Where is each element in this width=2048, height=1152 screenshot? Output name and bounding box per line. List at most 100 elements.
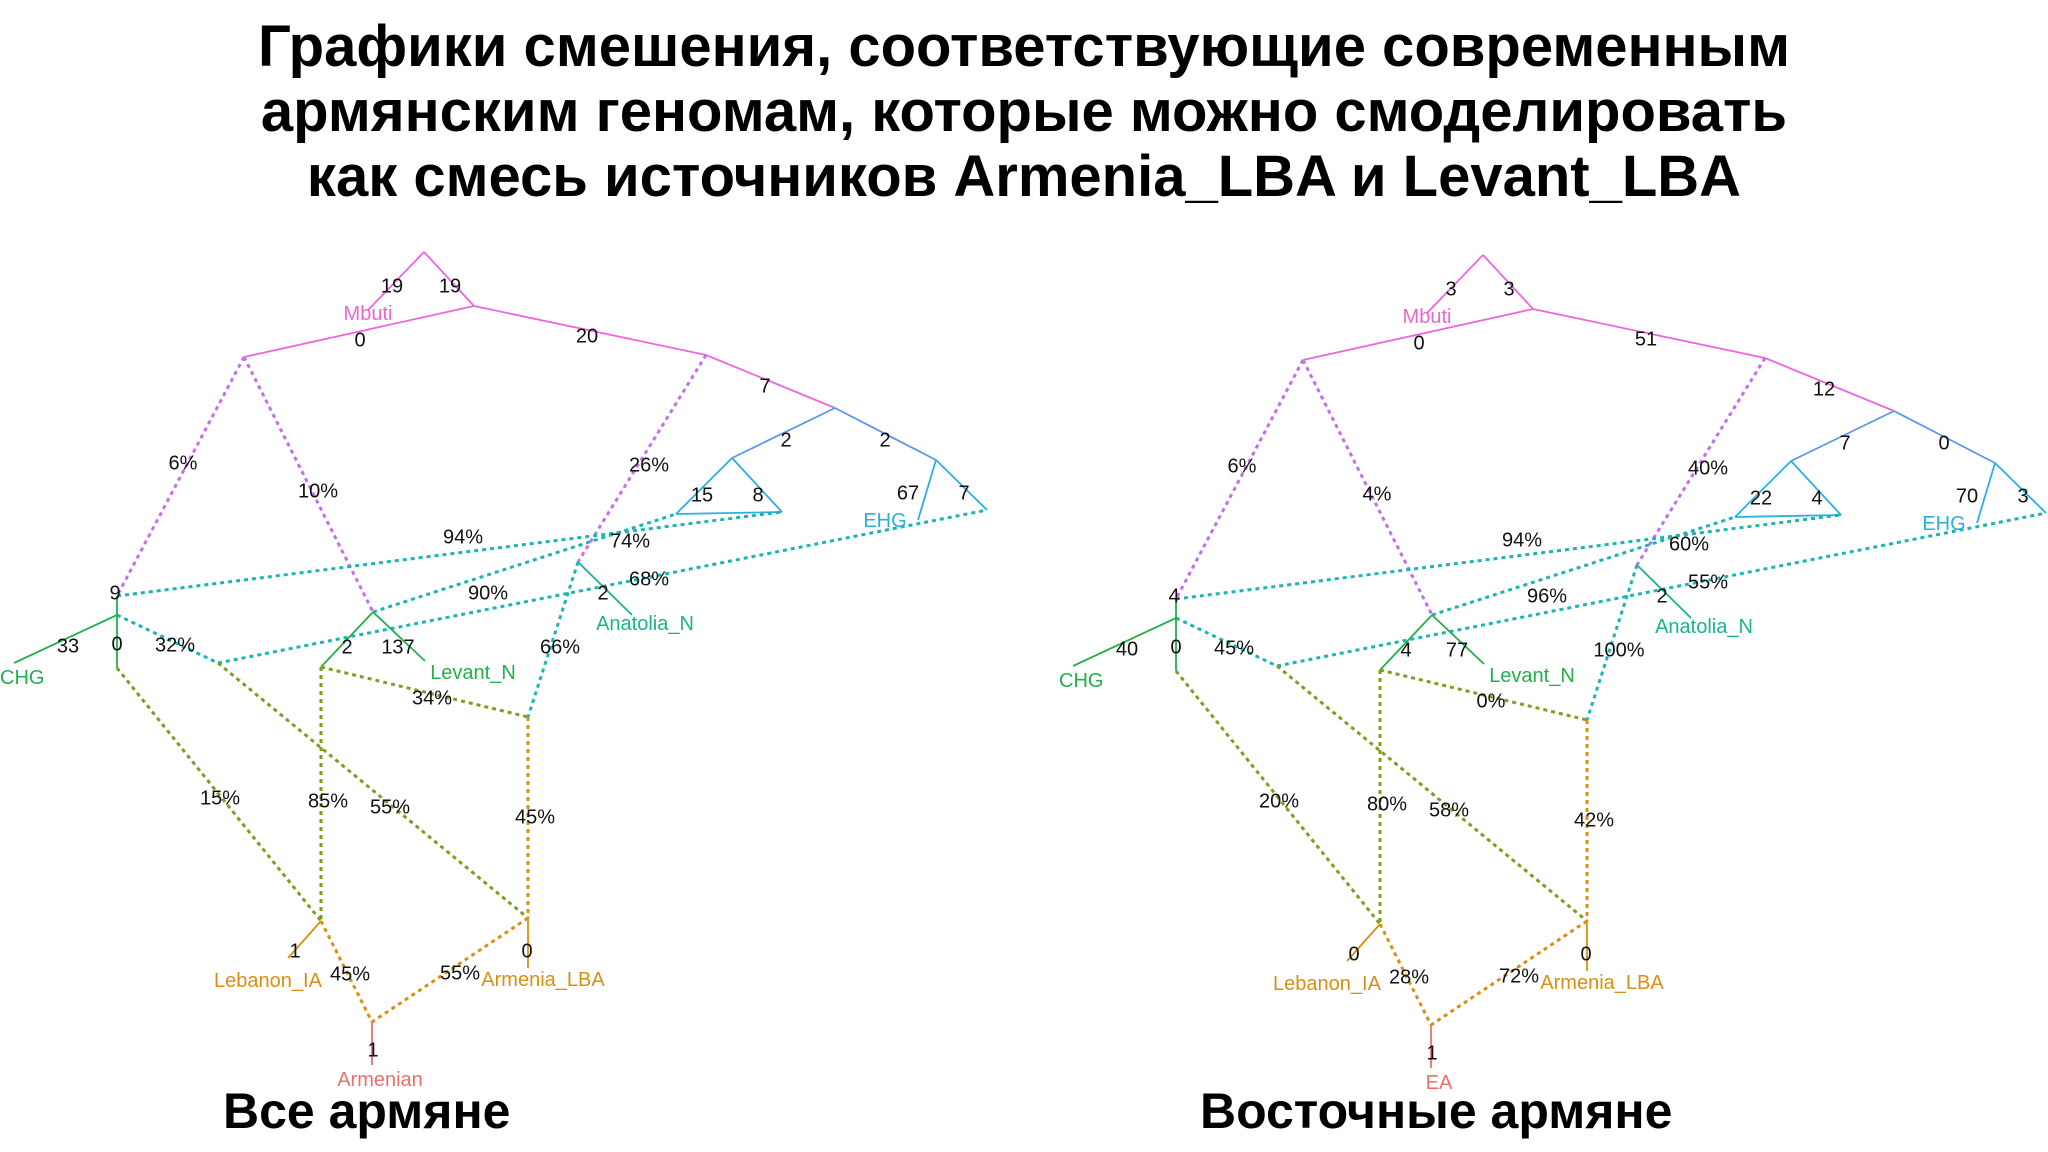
drift-edge-n3-n4 bbox=[1790, 410, 1895, 462]
drift-edge-n5-n5r bbox=[1994, 462, 2047, 514]
admixture-weight-a68: 55% bbox=[1688, 571, 1728, 593]
admixture-weight-a26: 40% bbox=[1688, 457, 1728, 479]
admixture-edge-n10-A bbox=[1175, 616, 1278, 668]
drift-edge-n4l-n4r bbox=[675, 511, 783, 515]
drift-value-n9_down: 0 bbox=[1170, 636, 1181, 658]
admixture-weight-mix_right: 55% bbox=[440, 962, 480, 984]
drift-edge-X-anatE bbox=[1636, 564, 1692, 619]
drift-value-target_drift: 1 bbox=[1426, 1042, 1437, 1064]
admixture-weight-a32: 32% bbox=[155, 634, 195, 656]
admixture-weight-a34: 0% bbox=[1477, 690, 1506, 712]
admixture-weight-a10: 4% bbox=[1363, 483, 1392, 505]
drift-value-n5_l: 70 bbox=[1956, 485, 1978, 507]
admixture-weight-a6: 6% bbox=[1228, 455, 1257, 477]
admixture-weight-a90: 90% bbox=[468, 582, 508, 604]
admixture-weight-a45: 45% bbox=[515, 806, 555, 828]
admixture-weight-a55: 58% bbox=[1429, 799, 1469, 821]
drift-value-r2_n3: 12 bbox=[1813, 378, 1835, 400]
drift-value-root_mbuti: 19 bbox=[381, 275, 403, 297]
admixture-weight-a74: 60% bbox=[1669, 533, 1709, 555]
admixture-weight-a6: 6% bbox=[169, 452, 198, 474]
admixture-weight-a94: 94% bbox=[443, 526, 483, 548]
admixture-weight-a85: 85% bbox=[308, 790, 348, 812]
drift-value-lev_b: 137 bbox=[381, 636, 414, 658]
admixture-edge-X-D bbox=[526, 561, 580, 718]
drift-value-r1_left: 0 bbox=[1413, 332, 1424, 354]
drift-value-chg_drift: 33 bbox=[57, 635, 79, 657]
drift-edge-lev-levE bbox=[372, 611, 426, 662]
population-label-chg: CHG bbox=[0, 667, 44, 689]
admixture-edge-n10-A bbox=[116, 613, 219, 665]
drift-edge-n4-n4l bbox=[675, 457, 733, 515]
drift-edge-root-r1 bbox=[423, 251, 475, 307]
admixture-weight-mix_left: 45% bbox=[330, 963, 370, 985]
drift-edge-leb-lebE bbox=[1346, 923, 1381, 962]
drift-edge-n5-ehgL bbox=[917, 459, 937, 521]
drift-value-n3_n4: 2 bbox=[780, 429, 791, 451]
admixture-weight-a85: 80% bbox=[1367, 793, 1407, 815]
drift-edge-n4-n4r bbox=[1790, 460, 1842, 516]
drift-value-chg_drift: 40 bbox=[1116, 638, 1138, 660]
admixture-edge-leb-fin bbox=[319, 920, 374, 1023]
admixture-weight-a32: 45% bbox=[1214, 637, 1254, 659]
population-label-anatolia: Anatolia_N bbox=[1655, 616, 1753, 638]
admixture-edge-r2-X bbox=[1635, 357, 1767, 566]
drift-edge-n10-chgE bbox=[13, 614, 118, 664]
admixture-edge-lev-n4l bbox=[372, 512, 677, 614]
drift-edge-n4-n4r bbox=[731, 457, 783, 513]
drift-edge-n5-ehgL bbox=[1976, 462, 1996, 524]
drift-edge-n3-n5 bbox=[1893, 410, 1996, 464]
admixture-edge-n12-leb bbox=[115, 667, 323, 922]
drift-value-n4_r: 8 bbox=[752, 484, 763, 506]
drift-value-n5_r: 7 bbox=[958, 482, 969, 504]
title-line-1: Графики смешения, соответствующие соврем… bbox=[258, 14, 1790, 79]
admixture-edge-A-arm bbox=[217, 661, 529, 920]
drift-edge-r2-n3 bbox=[705, 354, 836, 409]
drift-value-leb_drift: 0 bbox=[1348, 943, 1359, 965]
population-label-anatolia: Anatolia_N bbox=[596, 613, 694, 635]
population-label-ehg: EHG bbox=[1922, 513, 1965, 535]
population-label-levant: Levant_N bbox=[1489, 665, 1575, 687]
drift-value-n3_n4: 7 bbox=[1839, 432, 1850, 454]
drift-edge-root-mbutiJ bbox=[367, 251, 425, 311]
drift-edge-n4l-n4r bbox=[1734, 514, 1842, 518]
drift-value-n9_drift: 9 bbox=[109, 582, 120, 604]
drift-value-lev_a: 2 bbox=[341, 636, 352, 658]
admixture-edge-n9-n4r bbox=[1175, 513, 1842, 601]
population-label-mbuti: Mbuti bbox=[344, 303, 393, 325]
drift-edge-r1-L bbox=[243, 305, 475, 358]
admixture-edge-L-n9 bbox=[115, 356, 246, 597]
drift-edge-r2-n3 bbox=[1764, 357, 1895, 412]
drift-value-n4_l: 15 bbox=[691, 484, 713, 506]
admixture-edge-B-D bbox=[320, 665, 529, 719]
drift-value-anat_drift: 2 bbox=[597, 582, 608, 604]
drift-value-arm_drift: 0 bbox=[1580, 943, 1591, 965]
admixture-weight-a26: 26% bbox=[629, 454, 669, 476]
drift-value-n9_down: 0 bbox=[111, 633, 122, 655]
drift-edge-root-r1 bbox=[1482, 254, 1534, 310]
drift-edge-lev-B bbox=[320, 611, 374, 668]
admixture-edge-n12-leb bbox=[1174, 670, 1382, 925]
admixture-edge-lev-n4l bbox=[1431, 515, 1736, 617]
admixture-weight-mix_left: 28% bbox=[1389, 966, 1429, 988]
drift-edge-r1-r2 bbox=[473, 305, 707, 356]
drift-value-root_mbuti: 3 bbox=[1445, 278, 1456, 300]
drift-value-n5_r: 3 bbox=[2017, 485, 2028, 507]
drift-value-leb_drift: 1 bbox=[289, 940, 300, 962]
drift-edge-X-anatE bbox=[577, 561, 633, 616]
population-label-target: EA bbox=[1426, 1072, 1453, 1094]
admixture-weight-a66: 100% bbox=[1593, 639, 1644, 661]
drift-edge-n5-n5r bbox=[935, 459, 988, 511]
admixture-weight-a74: 74% bbox=[610, 530, 650, 552]
admixture-edge-X-D bbox=[1585, 564, 1639, 721]
admixture-weight-mix_right: 72% bbox=[1499, 965, 1539, 987]
drift-value-n9_drift: 4 bbox=[1168, 585, 1179, 607]
admixture-edge-leb-fin bbox=[1378, 923, 1433, 1026]
caption-east-armenians: Восточные армяне bbox=[1200, 1083, 1673, 1139]
population-label-armenia_lba: Armenia_LBA bbox=[1540, 972, 1664, 994]
drift-edge-lev-levE bbox=[1431, 614, 1485, 665]
population-label-lebanon: Lebanon_IA bbox=[1273, 973, 1382, 995]
